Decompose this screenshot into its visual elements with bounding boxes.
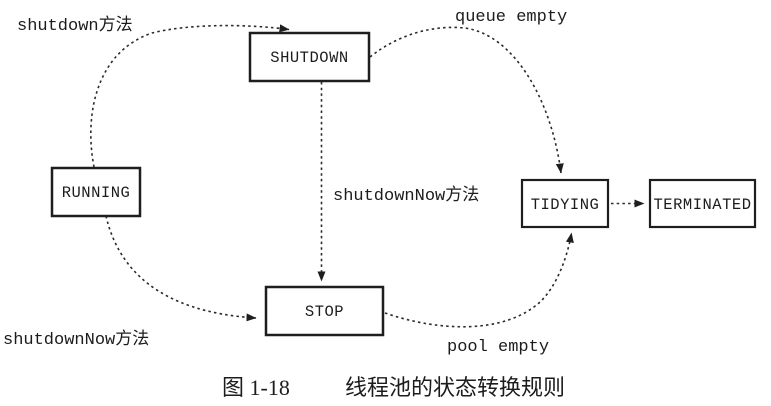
edge-label-queue-empty: queue empty [455,8,567,27]
state-label-stop: STOP [305,303,344,321]
edge-label-shutdown-method: shutdown方法 [17,15,133,36]
state-label-tidying: TIDYING [531,196,600,214]
state-shutdown: SHUTDOWN [248,31,371,83]
state-box-running [50,166,142,218]
edge-running-to-shutdown [90,24,290,168]
edge-shutdown-to-tidying [369,26,564,174]
diagram-edge-labels: shutdown方法 queue empty shutdownNow方法 shu… [3,8,567,357]
state-box-stop [264,285,385,337]
diagram-edges [90,24,645,328]
figure-caption-number: 图 1-18 [222,375,290,400]
edge-label-pool-empty: pool empty [447,338,549,357]
state-stop: STOP [264,285,385,337]
state-label-running: RUNNING [62,184,131,202]
figure-caption-title: 线程池的状态转换规则 [345,375,565,400]
state-box-terminated [648,178,757,229]
edge-stop-to-tidying [384,232,574,328]
state-label-terminated: TERMINATED [653,196,751,214]
state-label-shutdown: SHUTDOWN [270,49,348,67]
state-box-shutdown [248,31,371,83]
edge-running-to-stop [105,215,257,322]
edge-label-shutdown-now-center: shutdownNow方法 [333,185,479,206]
edge-label-shutdown-now-bottom: shutdownNow方法 [3,329,149,350]
state-running: RUNNING [50,166,142,218]
state-tidying: TIDYING [520,178,610,229]
state-box-tidying [520,178,610,229]
state-terminated: TERMINATED [648,178,757,229]
figure-caption: 图 1-18 线程池的状态转换规则 [222,375,565,400]
